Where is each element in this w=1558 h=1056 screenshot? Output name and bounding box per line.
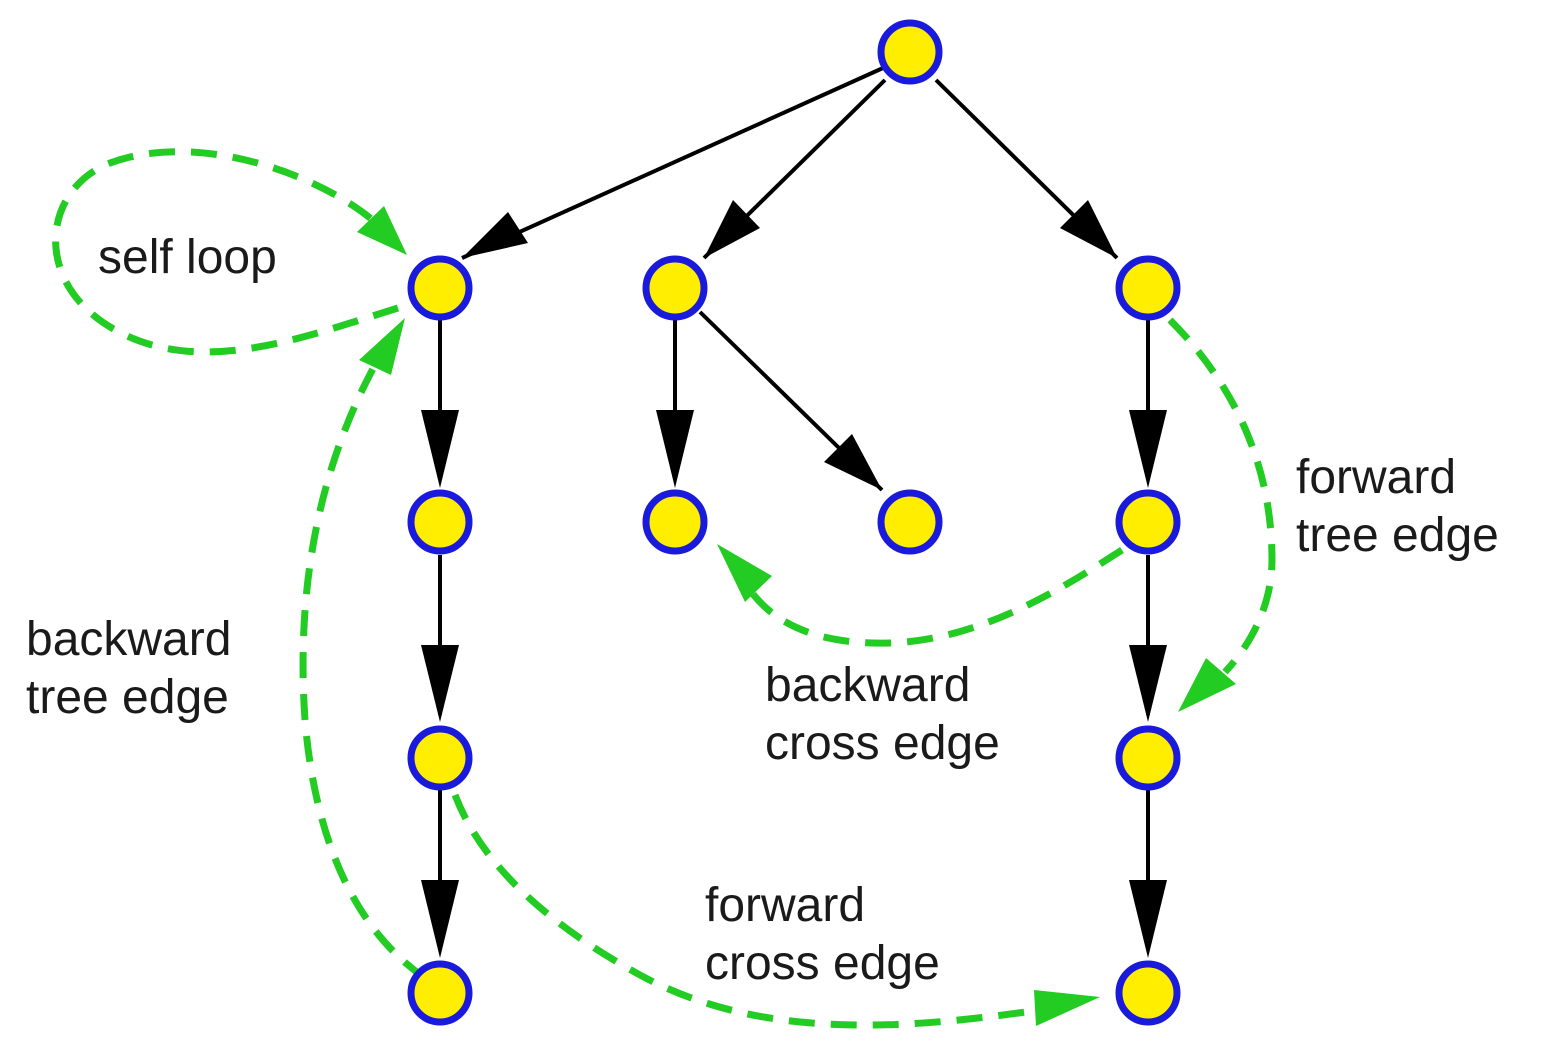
backward-cross-edge xyxy=(747,547,1124,647)
node-middle-3 xyxy=(877,489,943,555)
tree-edge-right-1-2-arrowhead xyxy=(1129,410,1167,488)
tree-edge-right-2-3-arrowhead xyxy=(1129,645,1167,722)
forward-cross-edge xyxy=(451,793,1041,1029)
tree-edge-left-3-4-arrowhead xyxy=(421,880,459,958)
tree-edge-left-2-3-arrowhead xyxy=(421,645,459,722)
tree-edge-middle-1-3-arrowhead xyxy=(824,434,882,490)
node-left-3 xyxy=(407,725,473,791)
tree-edge-left-1-2-arrowhead xyxy=(421,410,459,488)
node-left-4 xyxy=(407,960,473,1026)
label-backward-tree-edge: backward tree edge xyxy=(26,613,245,724)
backward-tree-edge-arrowhead xyxy=(359,318,405,375)
label-self-loop: self loop xyxy=(98,231,277,284)
tree-edge-root-to-right-arrowhead xyxy=(1060,200,1117,258)
node-middle-2 xyxy=(642,489,708,555)
backward-tree-edge xyxy=(299,363,427,981)
tree-edge-root-to-left xyxy=(461,66,884,260)
label-backward-tree-edge-line-1: backward xyxy=(26,613,231,666)
forward-tree-edge xyxy=(1167,317,1276,675)
label-backward-tree-edge-line-2: tree edge xyxy=(26,671,229,724)
tree-edge-root-to-left-arrowhead xyxy=(462,212,528,258)
label-forward-cross-edge-line-1: forward xyxy=(705,879,865,932)
forward-tree-edge-arrowhead xyxy=(1178,658,1236,712)
node-right-3 xyxy=(1115,725,1181,791)
edge-labels: self loop backward tree edge forward tre… xyxy=(26,231,1499,990)
label-forward-tree-edge: forward tree edge xyxy=(1296,451,1499,562)
label-backward-cross-edge-line-2: cross edge xyxy=(765,717,1000,770)
tree-edge-root-to-middle-arrowhead xyxy=(704,200,760,258)
backward-cross-edge-arrowhead xyxy=(717,544,772,602)
label-forward-cross-edge-line-2: cross edge xyxy=(705,937,940,990)
non-tree-edges xyxy=(52,148,1276,1029)
node-right-2 xyxy=(1115,489,1181,555)
node-left-1 xyxy=(407,255,473,321)
tree-edges xyxy=(421,66,1167,958)
self-loop-edge xyxy=(52,148,400,356)
node-right-4 xyxy=(1115,960,1181,1026)
nodes xyxy=(407,19,1181,1026)
node-right-1 xyxy=(1115,255,1181,321)
node-middle-1 xyxy=(642,255,708,321)
label-backward-cross-edge-line-1: backward xyxy=(765,659,970,712)
node-left-2 xyxy=(407,489,473,555)
label-forward-tree-edge-line-1: forward xyxy=(1296,451,1456,504)
label-forward-cross-edge: forward cross edge xyxy=(705,879,940,990)
node-root xyxy=(877,19,943,85)
forward-cross-edge-arrowhead xyxy=(1034,990,1100,1026)
tree-edge-middle-1-2-arrowhead xyxy=(656,410,694,488)
self-loop-arrowhead xyxy=(357,206,407,255)
label-forward-tree-edge-line-2: tree edge xyxy=(1296,509,1499,562)
tree-edge-right-3-4-arrowhead xyxy=(1129,880,1167,958)
label-backward-cross-edge: backward cross edge xyxy=(765,659,1000,770)
